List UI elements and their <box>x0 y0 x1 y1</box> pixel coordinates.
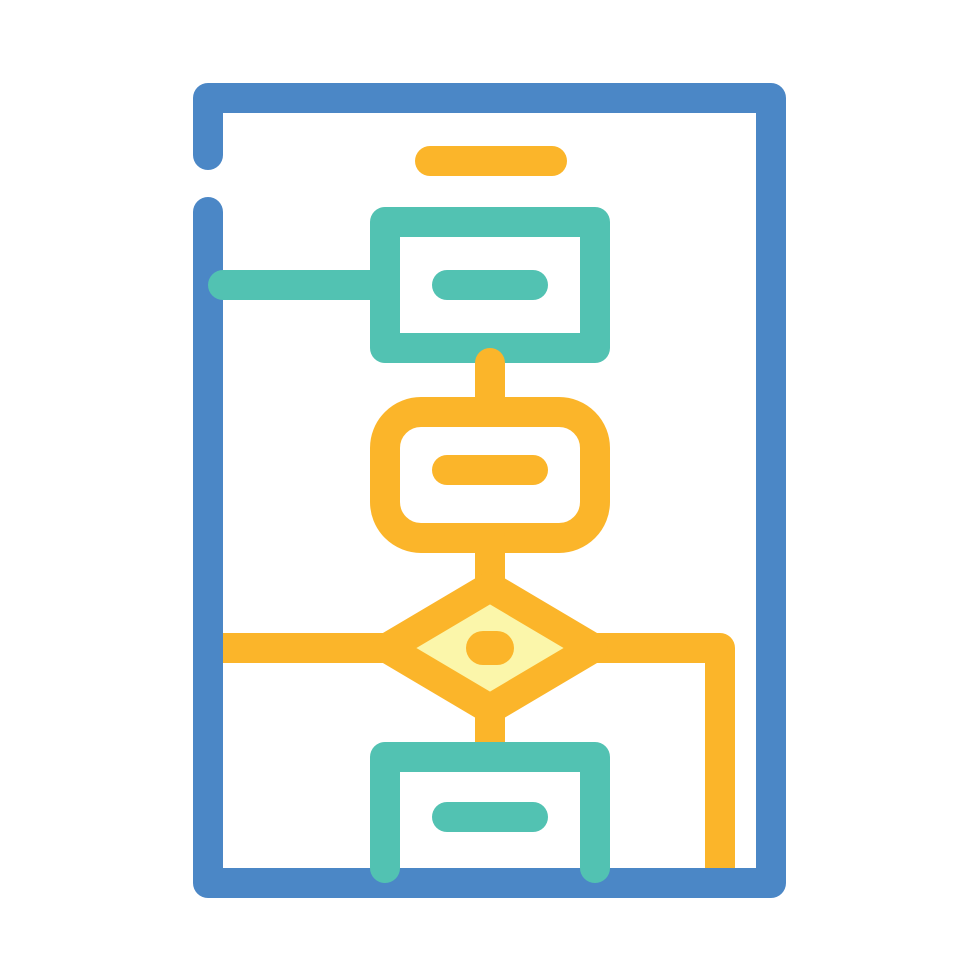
document-frame-outline <box>193 83 786 898</box>
decision-diamond <box>372 572 608 724</box>
process-box-bottom <box>370 742 610 883</box>
decision-right-branch <box>597 633 735 868</box>
process-box-top <box>208 207 610 363</box>
process-box-bottom-outline <box>370 742 610 883</box>
document-frame <box>193 83 786 898</box>
